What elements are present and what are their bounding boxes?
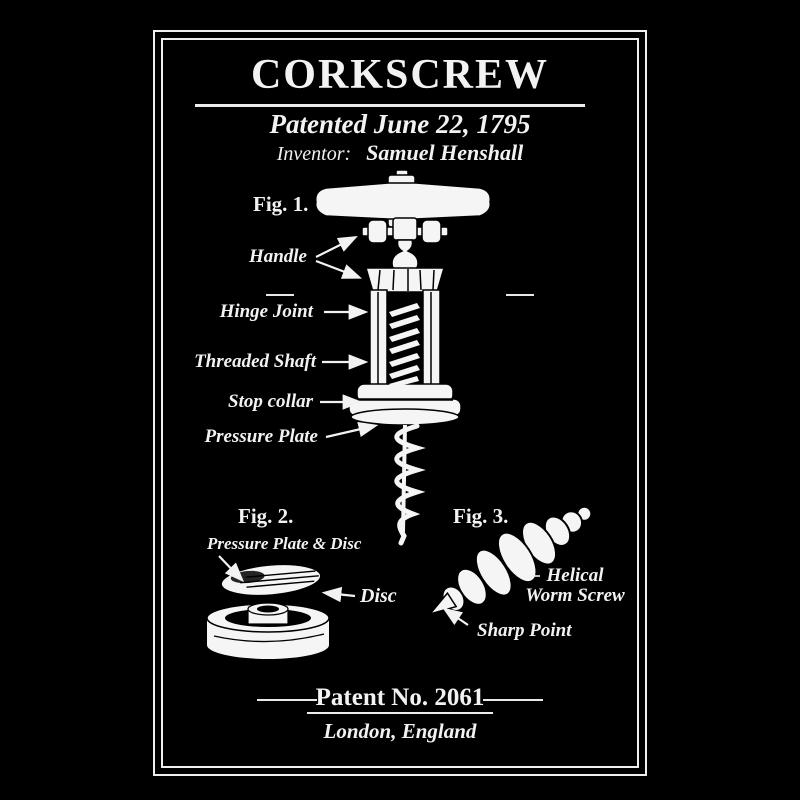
outer-frame-border bbox=[153, 30, 647, 776]
label-threaded-shaft: Threaded Shaft bbox=[194, 351, 316, 372]
label-disc: Disc bbox=[360, 585, 397, 607]
inventor-line: Inventor: Samuel Henshall bbox=[0, 140, 800, 296]
label-helical-line1: Helical bbox=[546, 565, 604, 586]
label-helical-line2: Worm Screw bbox=[525, 585, 625, 606]
label-handle: Handle bbox=[248, 246, 307, 267]
label-pressure-plate: Pressure Plate bbox=[204, 426, 318, 447]
inner-frame-border bbox=[161, 38, 639, 768]
title-underline bbox=[195, 104, 585, 107]
fig1-corkscrew-drawing bbox=[314, 170, 492, 546]
fig3-heading: Fig. 3. bbox=[453, 504, 509, 528]
fig2-discs-drawing bbox=[206, 563, 330, 659]
label-stop-collar: Stop collar bbox=[228, 391, 313, 412]
patent-location: London, England bbox=[323, 719, 477, 743]
label-pressure-plate-and-disc: Pressure Plate & Disc bbox=[207, 534, 362, 553]
fig2-heading: Fig. 2. bbox=[238, 504, 294, 528]
patent-left-dash bbox=[257, 699, 317, 701]
label-hinge-joint: Hinge Joint bbox=[219, 301, 313, 322]
poster-title: CORKSCREW bbox=[250, 52, 550, 98]
patent-underline bbox=[307, 712, 493, 714]
fig3-worm-drawing bbox=[427, 505, 593, 616]
label-helical-worm-screw: Helical Worm Screw bbox=[520, 566, 630, 606]
label-sharp-point: Sharp Point bbox=[477, 620, 572, 641]
patent-right-dash bbox=[483, 699, 543, 701]
patent-date-line: Patented June 22, 1795 bbox=[269, 109, 531, 139]
patent-number: Patent No. 2061 bbox=[315, 684, 485, 711]
inventor-left-dash bbox=[266, 294, 294, 296]
inventor-name: Samuel Henshall bbox=[366, 140, 524, 165]
inventor-label: Inventor: bbox=[276, 143, 352, 165]
inventor-right-dash bbox=[506, 294, 534, 296]
fig1-heading: Fig. 1. bbox=[253, 192, 309, 216]
